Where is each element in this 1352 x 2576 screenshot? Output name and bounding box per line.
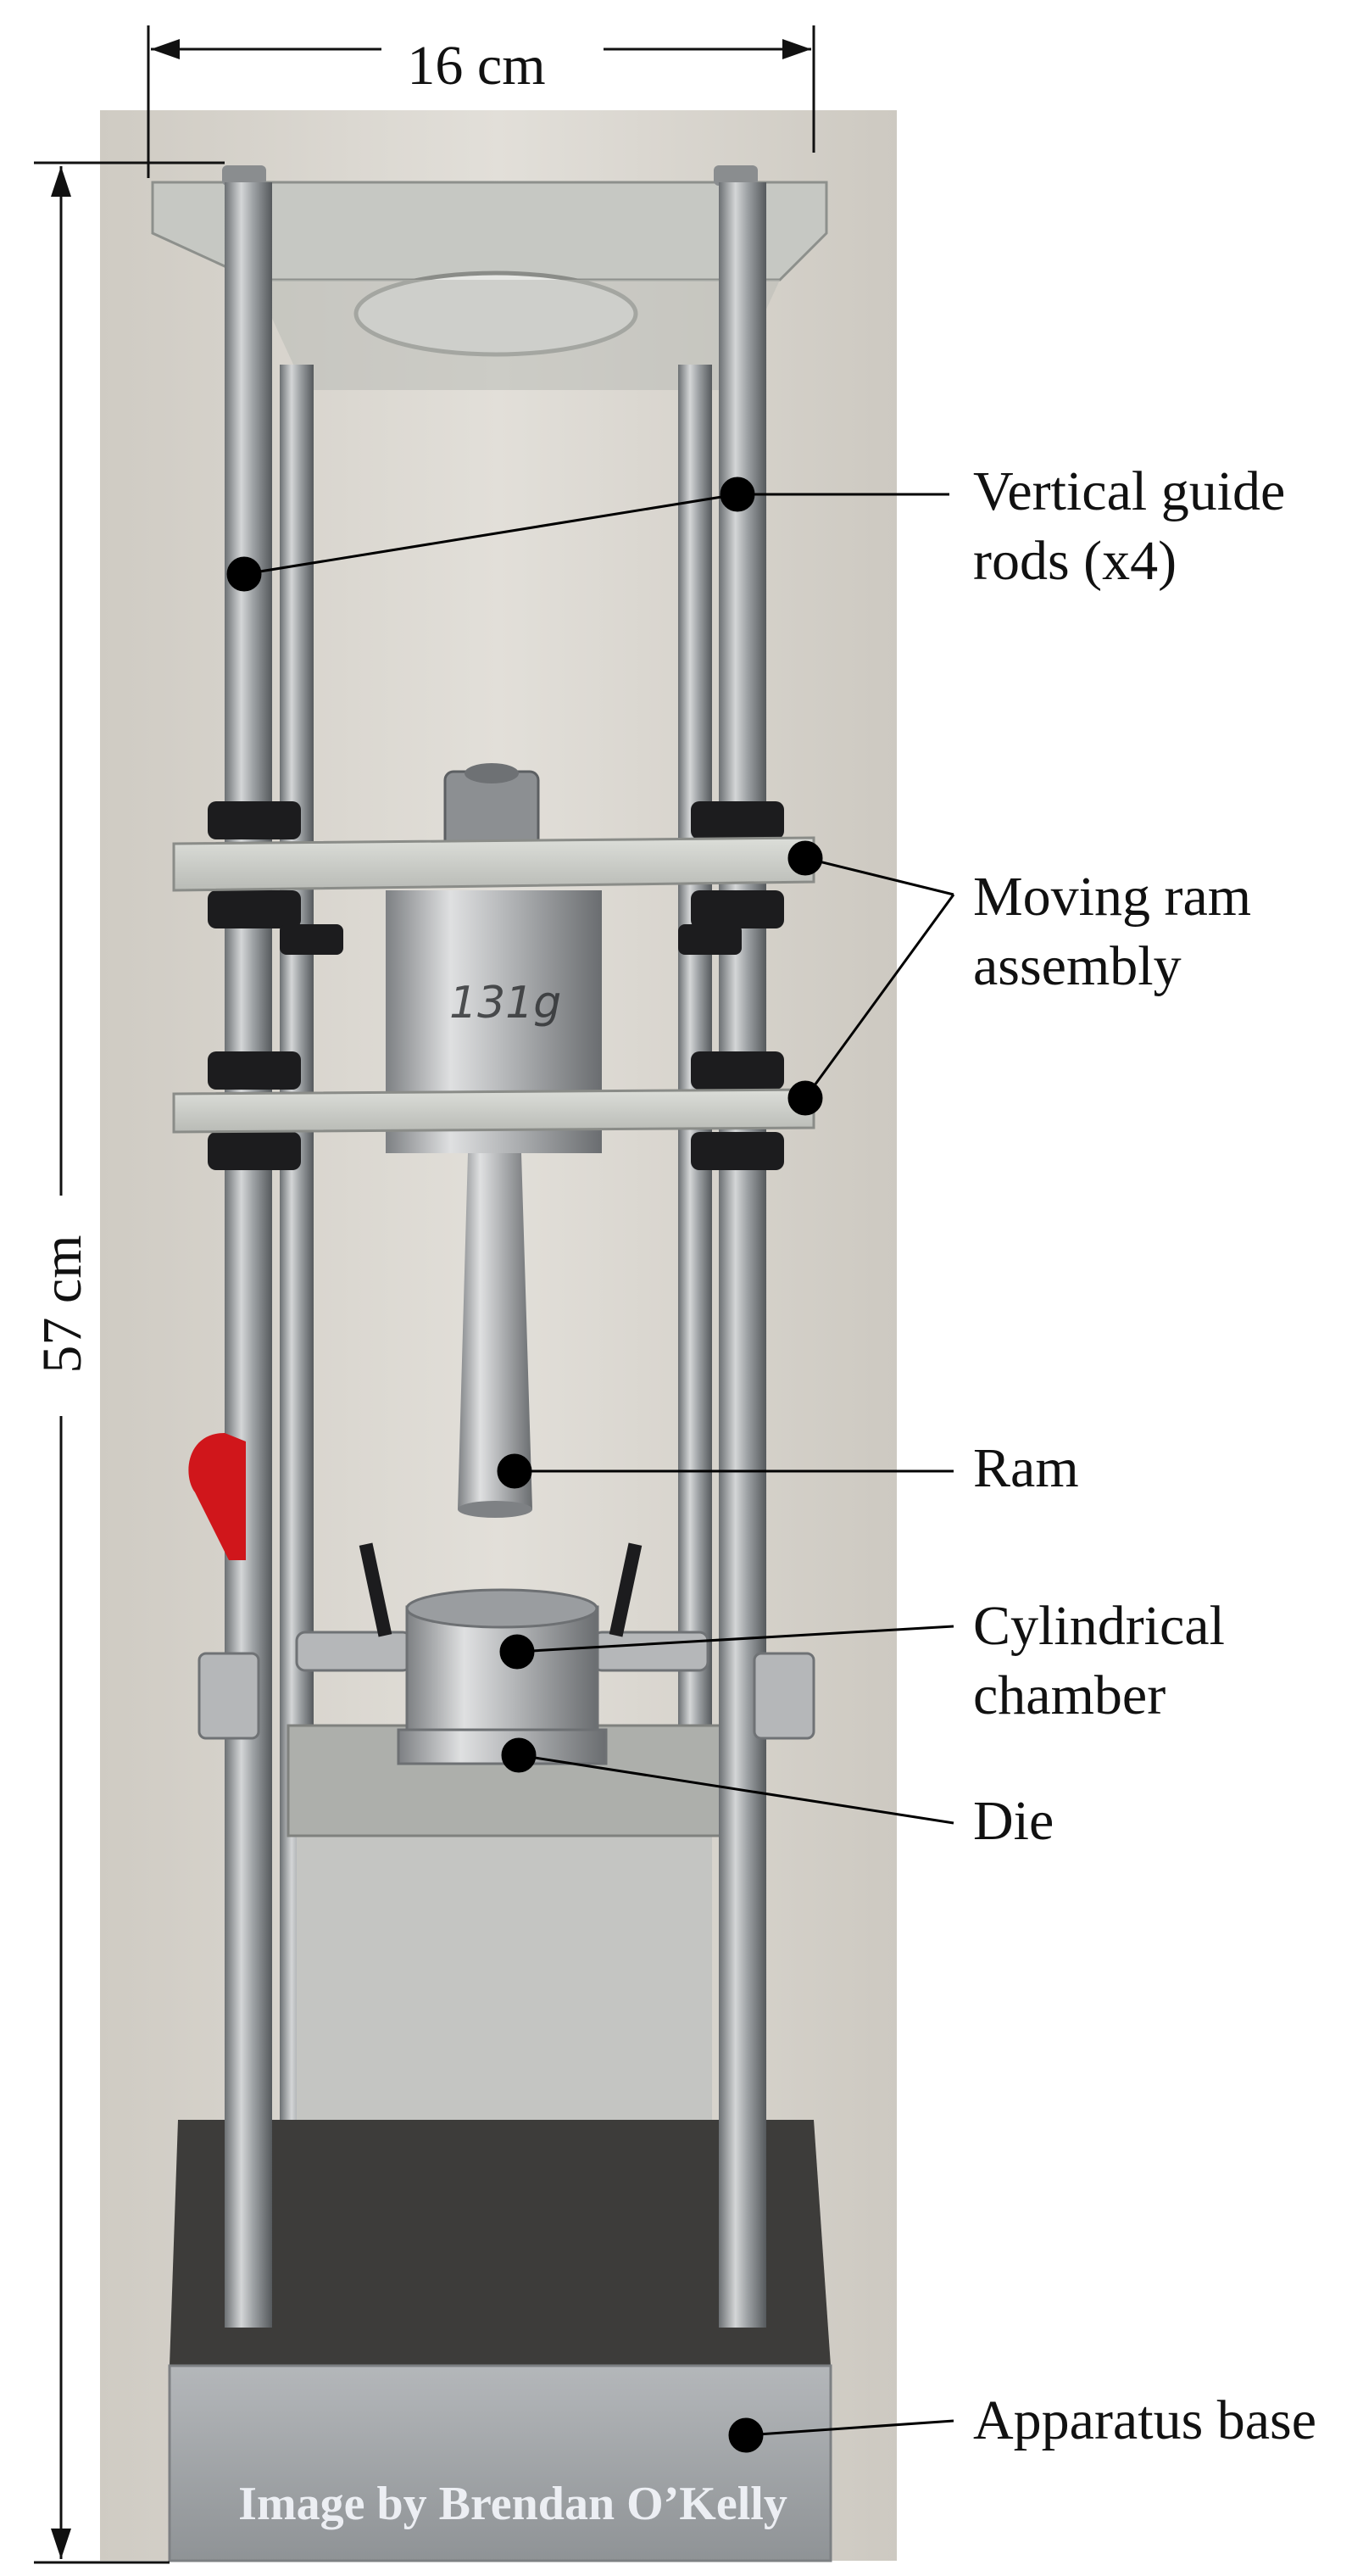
label-chamber-line1: Cylindrical xyxy=(973,1595,1225,1657)
leader-guide-rods-b xyxy=(243,493,738,576)
width-dimension-label: 16 cm xyxy=(407,35,546,97)
rod-clamps xyxy=(208,801,784,1170)
marker-die xyxy=(501,1737,537,1773)
image-credit: Image by Brendan O’Kelly xyxy=(238,2478,787,2530)
ram-tip xyxy=(458,1501,532,1518)
top-bolt-left xyxy=(222,165,266,186)
marker-ram-plate-lower xyxy=(787,1080,823,1116)
red-handle xyxy=(188,1433,246,1560)
leader-lines xyxy=(226,477,955,2453)
guide-rod-front-right xyxy=(719,182,766,2328)
label-guide-rods-line1: Vertical guide xyxy=(973,460,1286,522)
marker-guide-rod-right xyxy=(720,477,755,512)
chamber-clamp-assembly xyxy=(198,1542,815,1740)
label-ram-assembly-line2: assembly xyxy=(973,935,1182,997)
ram-weight-marking: 131g xyxy=(449,978,561,1029)
leader-die xyxy=(518,1754,954,1825)
label-ram: Ram xyxy=(973,1437,1079,1499)
top-bolt-right xyxy=(714,165,758,186)
ram-plate-upper xyxy=(172,836,815,892)
ram-shaft xyxy=(458,1153,532,1509)
ram-plate-lower xyxy=(172,1088,815,1134)
leader-base xyxy=(745,2419,954,2437)
label-ram-assembly-line1: Moving ram xyxy=(973,866,1252,928)
base-top xyxy=(170,2120,831,2366)
label-chamber-line2: chamber xyxy=(973,1664,1166,1726)
photo: 131g xyxy=(100,110,897,2562)
ram-nut-top xyxy=(465,763,519,783)
height-dimension xyxy=(34,161,225,2564)
width-dimension xyxy=(147,25,815,178)
apparatus-base xyxy=(168,2364,832,2562)
height-dimension-label: 57 cm xyxy=(31,1235,93,1374)
leader-ram-assembly-upper xyxy=(804,856,954,896)
marker-ram xyxy=(497,1453,532,1489)
label-apparatus-base: Apparatus base xyxy=(973,2389,1317,2451)
marker-ram-plate-upper xyxy=(787,840,823,876)
chamber-rim xyxy=(405,1588,598,1629)
leader-chamber xyxy=(516,1625,954,1653)
leader-ram-assembly-lower xyxy=(804,894,955,1099)
top-plate-underside xyxy=(254,280,780,390)
marker-chamber xyxy=(499,1634,535,1670)
marker-guide-rod-left xyxy=(226,556,262,592)
label-die: Die xyxy=(973,1790,1054,1852)
label-guide-rods-line2: rods (x4) xyxy=(973,530,1177,592)
marker-base xyxy=(728,2417,764,2453)
guide-rod-front-left xyxy=(225,182,272,2328)
